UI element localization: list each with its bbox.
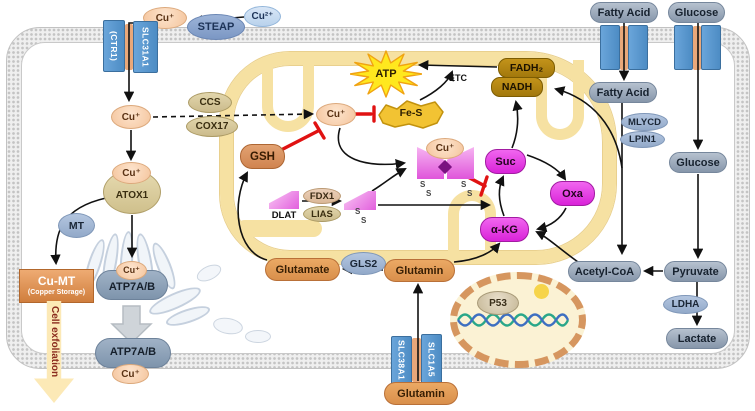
cu-plus-golgi: Cu⁺ — [116, 261, 147, 280]
fdx1-enzyme: FDX1 — [303, 188, 341, 204]
s-label: S — [426, 189, 432, 198]
glutamin-channel — [412, 338, 421, 382]
nucleolus-dot — [534, 284, 549, 299]
gls2-enzyme: GLS2 — [341, 252, 386, 275]
nucleus — [450, 272, 586, 368]
cell-exfoliation-label: Cell exfoliation — [49, 306, 60, 378]
atp7ab-golgi-label: ATP7A/B — [108, 281, 156, 293]
alpha-kg: α-KG — [480, 217, 529, 242]
slc38a1-transporter: SLC38A1 — [391, 336, 412, 385]
glucose-channel — [693, 26, 701, 70]
p53: P53 — [477, 291, 519, 315]
cu-plus-cytosol: Cu⁺ — [111, 105, 151, 129]
glucose-cytosol: Glucose — [669, 152, 727, 173]
cu-plus-mito: Cu⁺ — [316, 103, 356, 126]
ctr1-channel — [125, 24, 133, 70]
glutamin-cytosol: Glutamin — [384, 259, 455, 282]
succinate: Suc — [485, 149, 526, 174]
fe-s-cluster — [378, 100, 444, 129]
glucose-extracellular: Glucose — [668, 2, 725, 23]
atox1-label: ATOX1 — [115, 189, 149, 201]
lactate: Lactate — [666, 328, 728, 349]
mlycd-enzyme: MLYCD — [621, 113, 668, 131]
ctr1-transporter: (CTR1) — [103, 20, 125, 72]
pyruvate: Pyruvate — [664, 261, 727, 282]
gsh: GSH — [240, 144, 285, 169]
glutamin-extracellular: Glutamin — [384, 382, 458, 405]
mito-crista — [262, 60, 314, 132]
s-label: S — [461, 180, 467, 189]
s-label: S — [420, 180, 426, 189]
atp-star — [350, 50, 422, 98]
oxaloacetate: Oxa — [550, 181, 595, 206]
slc38a1-label: SLC38A1 — [396, 340, 407, 381]
glutamate: Glutamate — [265, 258, 340, 281]
s-label: S — [467, 189, 473, 198]
dna-helix — [456, 313, 570, 327]
lpin1-enzyme: LPIN1 — [620, 131, 665, 148]
s-label: S — [355, 207, 361, 216]
cu-plus-on-aggregate: Cu⁺ — [426, 138, 464, 159]
fe-s-label: Fe-S — [399, 107, 423, 119]
fatty-acid-transporter-right — [628, 25, 648, 70]
fatty-acid-extracellular: Fatty Acid — [590, 2, 658, 23]
cu-mt-note: (Copper Storage) — [27, 289, 86, 296]
fatty-acid-channel — [620, 26, 628, 70]
mito-crista — [236, 220, 322, 237]
slc31a1-label: SLC31A1 — [140, 26, 151, 68]
nadh: NADH — [491, 77, 543, 97]
acetyl-coa: Acetyl-CoA — [568, 261, 641, 282]
fatty-acid-cytosol: Fatty Acid — [589, 82, 657, 103]
cu2-plus-extracellular: Cu²⁺ — [244, 6, 281, 27]
steap-reductase: STEAP — [187, 14, 245, 40]
cox17-chaperone: COX17 — [186, 116, 238, 137]
cu-mt-label: Cu-MT — [37, 274, 76, 288]
ctr1-label: (CTR1) — [109, 30, 119, 62]
cu-mt-storage: Cu-MT (Copper Storage) — [19, 269, 94, 303]
ccs-chaperone: CCS — [188, 92, 232, 113]
mt-metallothionein: MT — [58, 213, 95, 238]
slc1a5-transporter: SLC1A5 — [421, 334, 442, 384]
slc1a5-label: SLC1A5 — [426, 341, 437, 377]
glucose-transporter-right — [701, 25, 721, 70]
etc-label: ETC — [449, 72, 467, 83]
dlat-label: DLAT — [271, 210, 297, 221]
vesicle — [245, 330, 271, 343]
fadh2: FADH₂ — [498, 58, 555, 78]
lias-enzyme: LIAS — [303, 206, 341, 222]
atp-label: ATP — [375, 68, 397, 80]
fatty-acid-transporter-left — [600, 25, 620, 70]
cu-plus-exported: Cu⁺ — [112, 364, 149, 384]
glucose-transporter-left — [674, 25, 693, 70]
s-label: S — [361, 216, 367, 225]
cu-plus-on-atox1: Cu⁺ — [112, 162, 151, 184]
ldha-enzyme: LDHA — [663, 295, 708, 314]
slc31a1-transporter: SLC31A1 — [133, 21, 158, 73]
atp7ab-membrane-label: ATP7A/B — [109, 346, 157, 358]
